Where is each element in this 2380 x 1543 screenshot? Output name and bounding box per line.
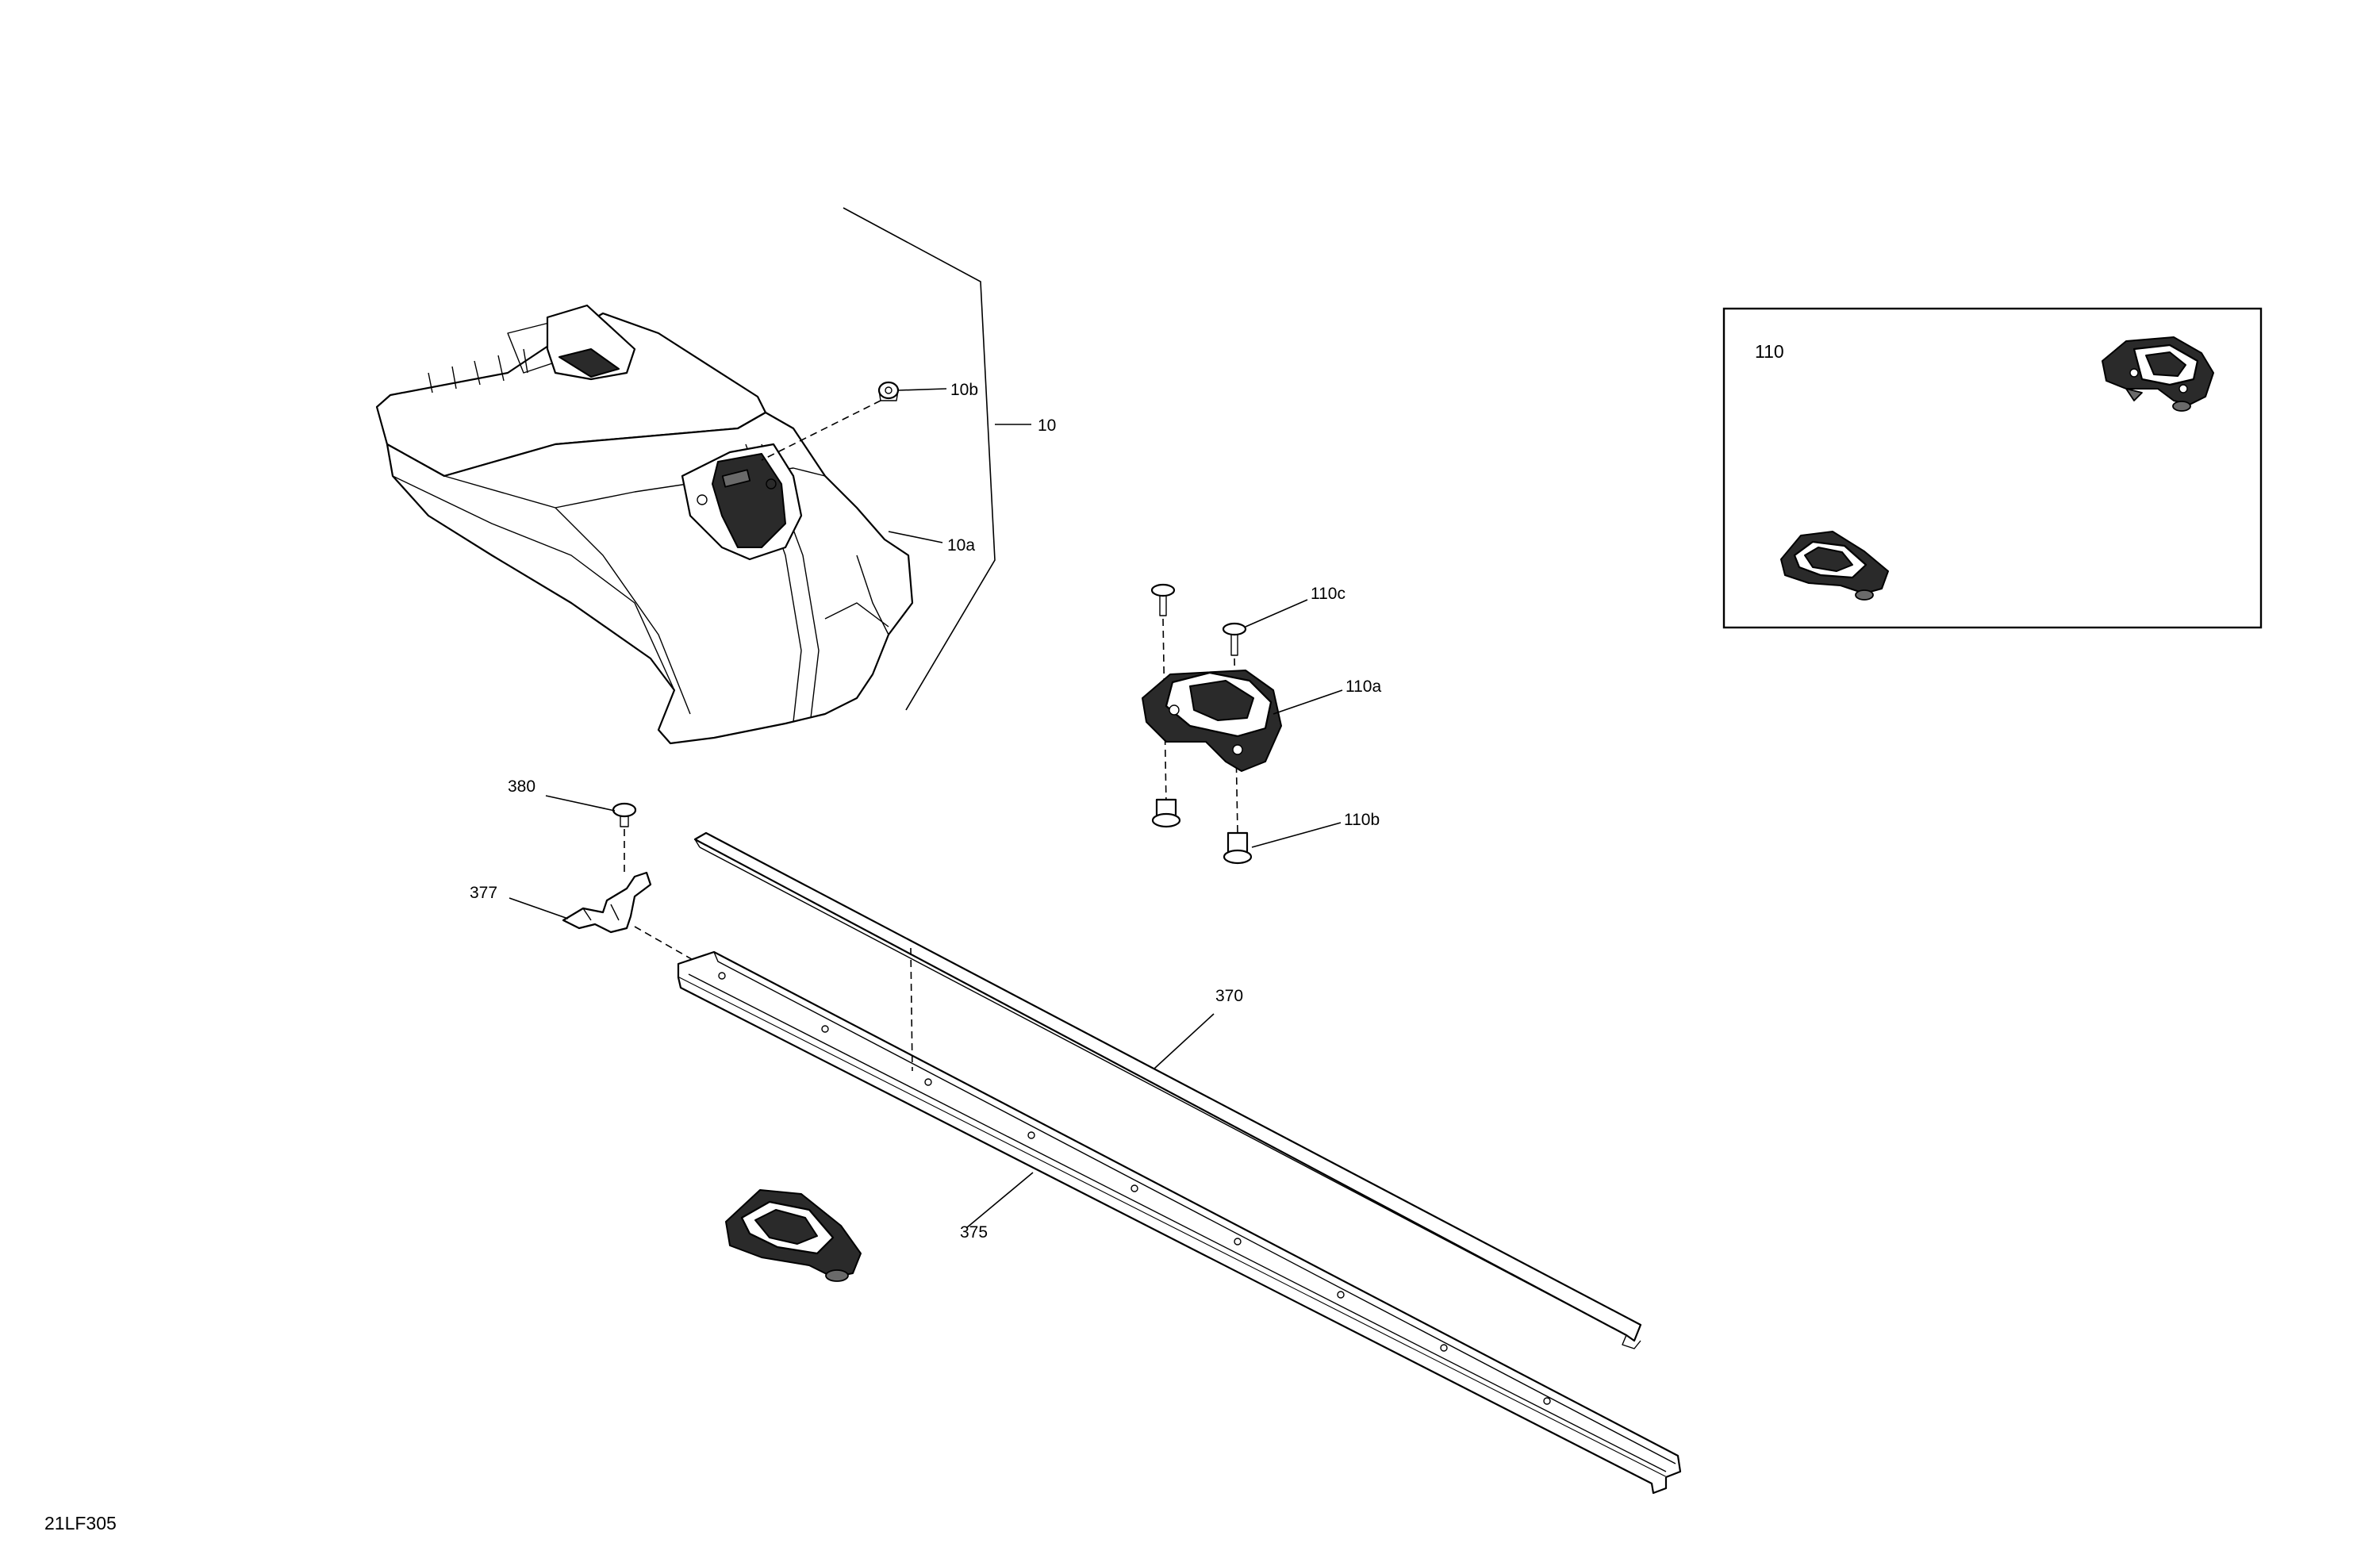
leader-110b xyxy=(1251,822,1342,848)
leader-10b xyxy=(897,388,947,391)
leader-110c xyxy=(1245,599,1308,628)
leader-10a xyxy=(888,531,943,543)
leader-110a xyxy=(1273,689,1343,715)
leader-370 xyxy=(1154,1013,1215,1069)
screw-110c-right[interactable] xyxy=(1222,622,1247,656)
clip-377[interactable] xyxy=(562,871,652,934)
callout-110b: 110b xyxy=(1344,811,1380,829)
callout-10a: 10a xyxy=(947,536,975,555)
screw-380[interactable] xyxy=(612,802,637,827)
leader-380 xyxy=(545,795,616,812)
group-bracket-10 xyxy=(843,207,996,711)
callout-10: 10 xyxy=(1038,416,1056,435)
handle-view-bottom xyxy=(725,1189,862,1282)
callout-370: 370 xyxy=(1215,987,1243,1005)
callout-10b: 10b xyxy=(950,381,978,399)
inset-handle-top xyxy=(2102,336,2214,412)
screw-110c-left[interactable] xyxy=(1150,583,1176,616)
drawing-id: 21LF305 xyxy=(44,1513,117,1533)
dash-10b xyxy=(761,400,881,461)
leader-377 xyxy=(509,897,569,919)
dash-110-left xyxy=(1162,618,1167,806)
dash-rail-alignment xyxy=(910,947,913,1072)
handle-110a[interactable] xyxy=(1142,670,1282,772)
callout-377: 377 xyxy=(470,884,497,902)
callout-375: 375 xyxy=(960,1223,988,1242)
inset-frame xyxy=(1722,307,2263,629)
callout-110a: 110a xyxy=(1345,677,1381,696)
leader-375 xyxy=(965,1172,1034,1229)
callout-380: 380 xyxy=(508,777,536,796)
inset-label-110: 110 xyxy=(1755,341,1784,362)
nut-110b-right[interactable] xyxy=(1223,831,1253,865)
dash-377 xyxy=(634,926,719,975)
nut-110b-left[interactable] xyxy=(1151,798,1181,828)
screw-10b[interactable] xyxy=(877,381,900,401)
inset-handle-bottom xyxy=(1780,531,1889,601)
rail-375[interactable] xyxy=(677,950,1682,1495)
rail-370[interactable] xyxy=(693,831,1642,1349)
callout-110c: 110c xyxy=(1311,585,1345,603)
front-seat-cover[interactable] xyxy=(375,304,914,745)
